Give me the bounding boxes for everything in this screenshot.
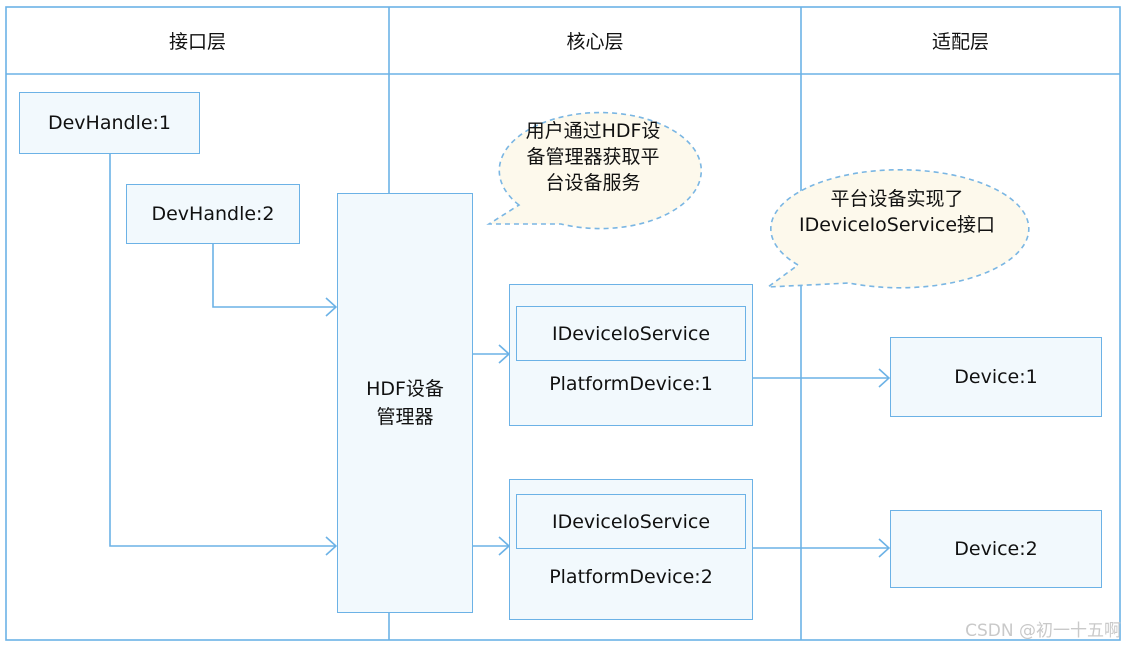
idevice-io-service-1-box: IDeviceIoService — [516, 306, 746, 361]
platform-device-2-label: PlatformDevice:2 — [549, 566, 713, 588]
callout-text-manager: 用户通过HDF设 备管理器获取平 台设备服务 — [496, 112, 690, 202]
hdf-device-manager-box: HDF设备 管理器 — [337, 193, 473, 613]
idevice-io-service-2-box: IDeviceIoService — [516, 494, 746, 549]
hdf-manager-label-line2: 管理器 — [376, 406, 434, 428]
device-2-box: Device:2 — [890, 510, 1102, 588]
csdn-watermark: CSDN @初一十五啊 — [965, 621, 1121, 641]
layer-header-core: 核心层 — [566, 31, 624, 53]
dev-handle-1-box: DevHandle:1 — [19, 92, 200, 154]
callout-bubble-manager — [486, 111, 703, 230]
callout-manager-line3: 台设备服务 — [545, 172, 641, 194]
callout-platform-line1: 平台设备实现了 — [830, 188, 964, 210]
platform-device-1-label: PlatformDevice:1 — [549, 373, 713, 395]
callout-manager-line2: 备管理器获取平 — [526, 146, 660, 168]
callout-text-platform: 平台设备实现了 IDeviceIoService接口 — [772, 180, 1022, 244]
hdf-manager-label-line1: HDF设备 — [366, 378, 444, 400]
connector-handle1-to-manager — [109, 154, 336, 546]
layer-header-interface: 接口层 — [168, 31, 226, 53]
callout-bubble-platform — [765, 169, 1030, 289]
callout-platform-line2: IDeviceIoService接口 — [798, 214, 996, 236]
dev-handle-2-box: DevHandle:2 — [126, 184, 300, 244]
device-1-box: Device:1 — [890, 337, 1102, 417]
outer-frame — [5, 6, 1121, 641]
layer-header-adapter: 适配层 — [931, 31, 989, 53]
connector-handle2-to-manager — [212, 243, 336, 307]
callout-manager-line1: 用户通过HDF设 — [525, 120, 661, 142]
